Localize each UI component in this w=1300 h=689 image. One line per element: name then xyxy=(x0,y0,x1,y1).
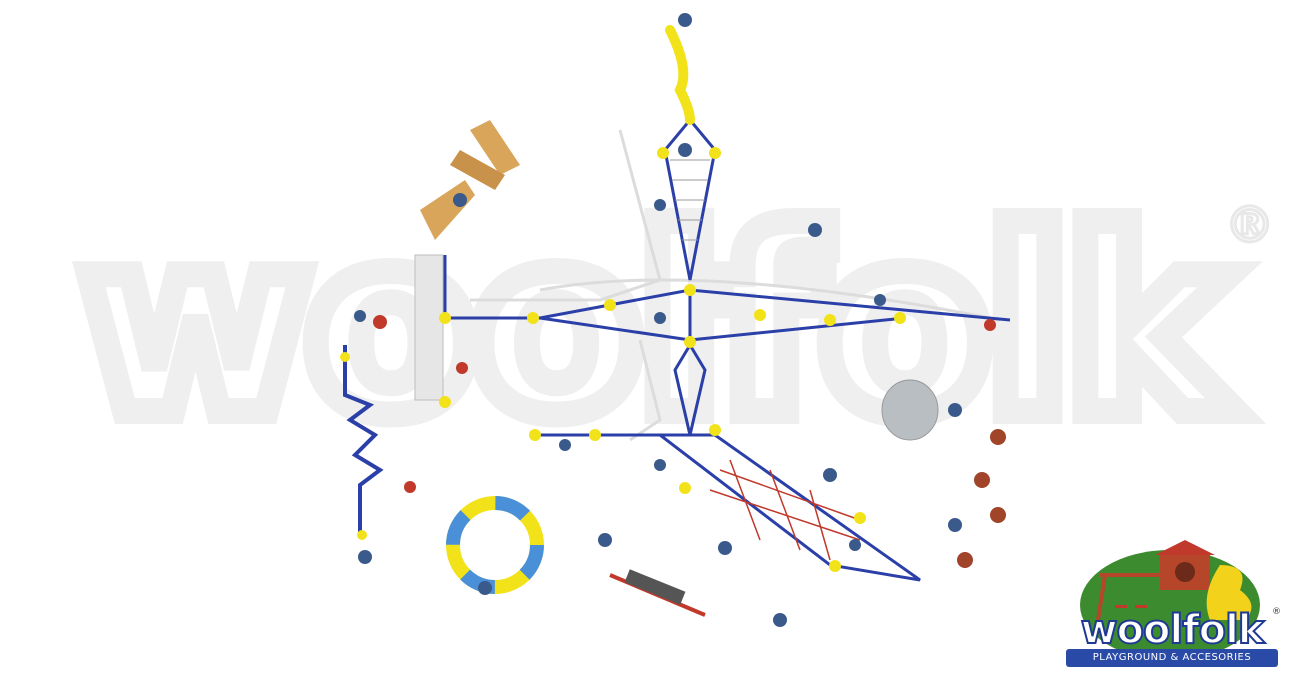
logo-graphic xyxy=(1080,540,1260,660)
airplane-frame xyxy=(450,117,1011,582)
brand-logo: woolfolk PLAYGROUND & ACCESORIES ® xyxy=(1060,535,1290,675)
watermark-registered-mark: ® xyxy=(1223,196,1276,254)
seesaw xyxy=(609,569,706,617)
structure-shadows xyxy=(470,129,1001,442)
yellow-joints xyxy=(340,147,906,572)
logo-tagline: PLAYGROUND & ACCESORIES xyxy=(1066,649,1278,667)
cargo-net-top xyxy=(670,159,710,241)
stepping-stones xyxy=(957,429,1006,568)
logo-registered-mark: ® xyxy=(1272,607,1281,617)
zigzag-climber xyxy=(343,345,384,535)
watermark: woolfolk® xyxy=(67,187,1276,463)
logo-brand-text: woolfolk xyxy=(1080,606,1266,654)
children-figures xyxy=(354,13,996,627)
slide xyxy=(665,25,695,125)
climbing-rock xyxy=(881,379,939,441)
rope-net xyxy=(709,459,861,561)
watermark-text: woolfolk xyxy=(67,179,1244,470)
climbing-panel xyxy=(414,254,447,401)
wooden-bench xyxy=(420,120,520,240)
ring-climber xyxy=(446,496,544,594)
